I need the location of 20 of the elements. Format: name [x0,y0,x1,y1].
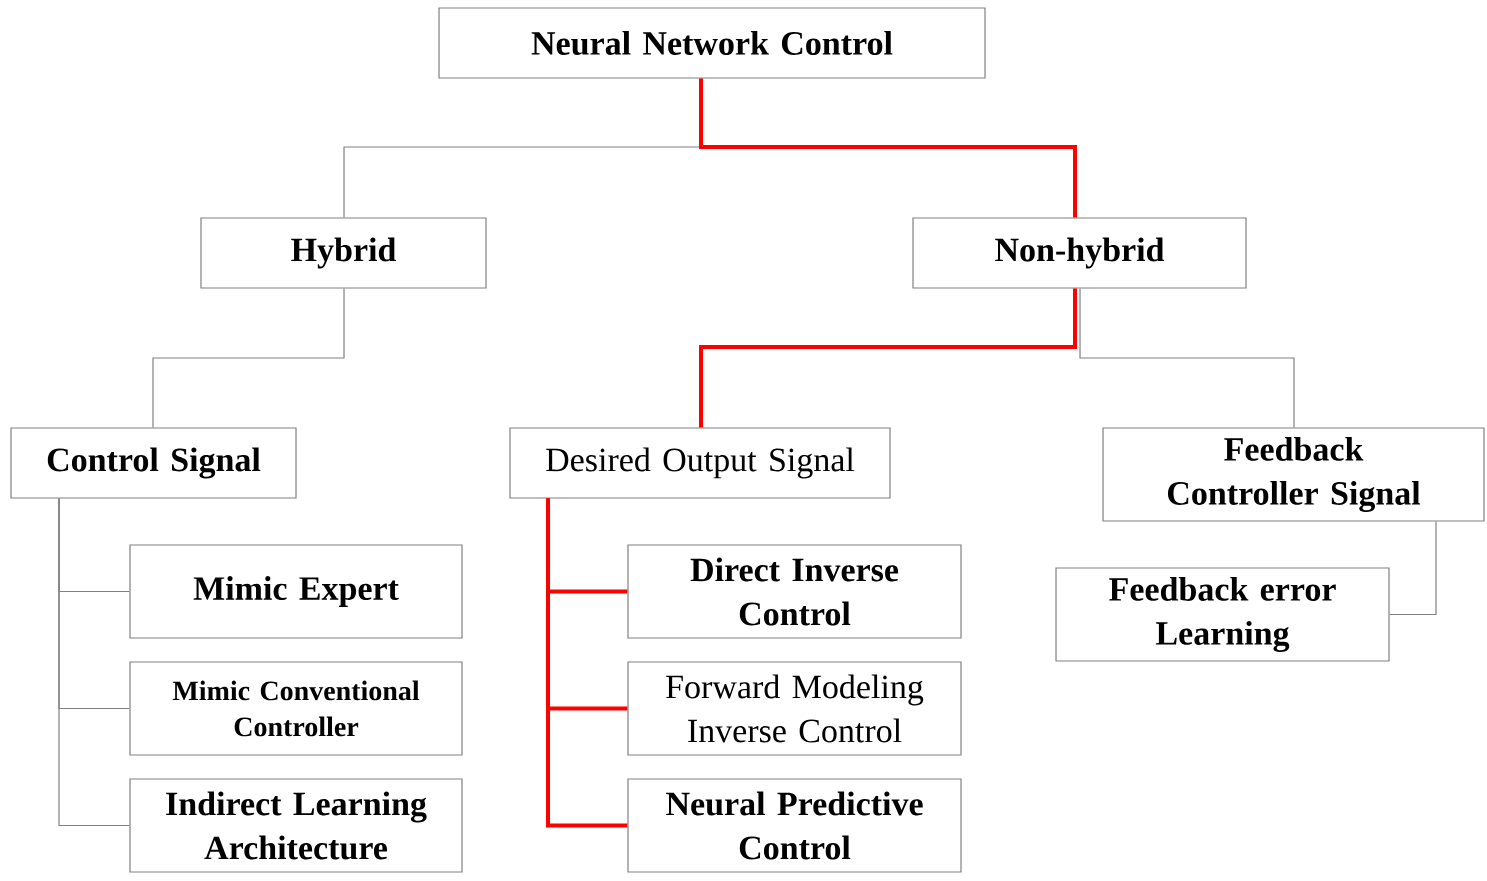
connector-line [546,498,628,828]
category-box: Neural Network Control [438,7,986,79]
category-box: Non-hybrid [912,217,1247,289]
category-box: Feedback Controller Signal [1102,427,1485,522]
category-box: Mimic Conventional Controller [129,661,463,756]
category-box: Indirect Learning Architecture [129,778,463,873]
category-box: Hybrid [200,217,487,289]
category-box: Feedback error Learning [1055,567,1390,662]
connector-line [1079,288,1295,428]
connector-line [699,288,1077,428]
category-box: Direct Inverse Control [627,544,962,639]
connector-line [152,288,345,428]
category-box: Control Signal [10,427,297,499]
category-box: Forward Modeling Inverse Control [627,661,962,756]
category-box: Mimic Expert [129,544,463,639]
category-box: Neural Predictive Control [627,778,962,873]
connector-line [1389,521,1437,616]
connector-line [58,498,130,827]
connector-line [699,78,1077,218]
category-box: Desired Output Signal [509,427,891,499]
